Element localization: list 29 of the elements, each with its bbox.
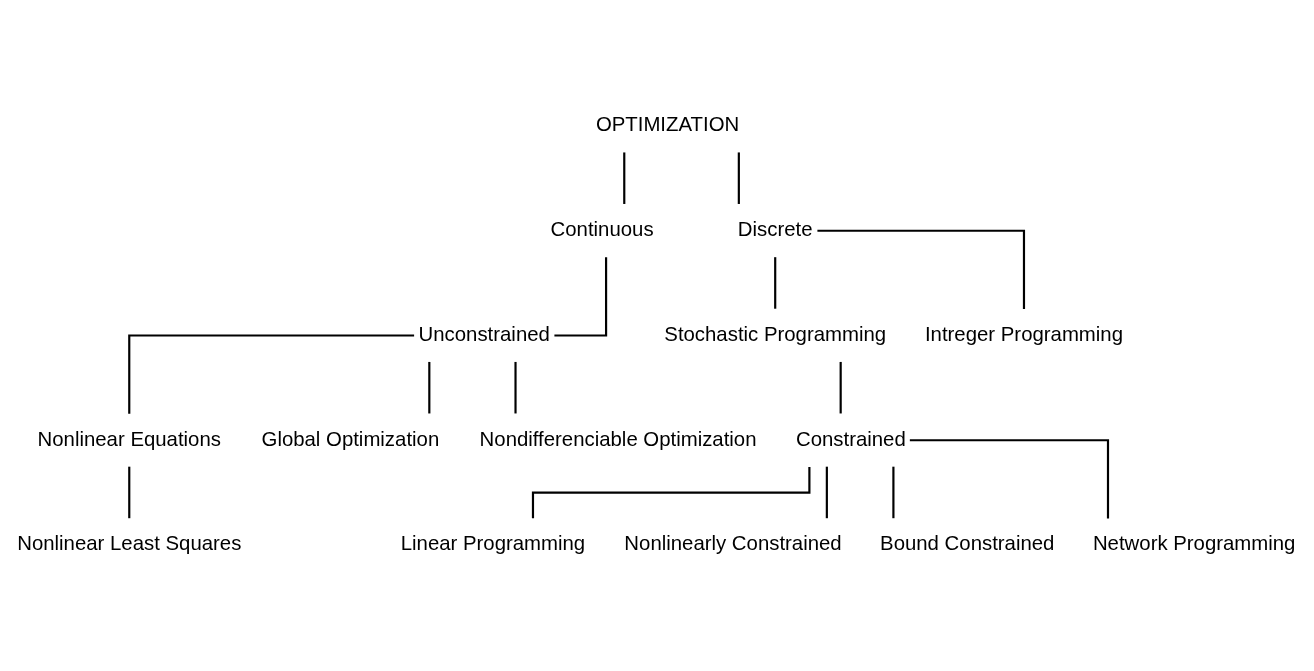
- node-text: Nonlinearly Constrained: [624, 532, 842, 555]
- connector: [531, 467, 811, 519]
- node-text: Linear Programming: [400, 532, 586, 555]
- node-text: Global Optimization: [261, 427, 440, 450]
- connector: [128, 466, 131, 519]
- node-text: Nonlinear Least Squares: [17, 532, 242, 555]
- connector: [909, 439, 1110, 519]
- node-text: Network Programming: [1092, 532, 1296, 555]
- node-text: Discrete: [737, 218, 813, 241]
- connector: [839, 361, 842, 414]
- connector: [774, 257, 777, 309]
- node-text: Intreger Programming: [924, 322, 1123, 345]
- node-text: Continuous: [550, 218, 654, 241]
- node-text: Unconstrained: [418, 322, 550, 345]
- node-text: Bound Constrained: [880, 532, 1055, 555]
- node-text: Nonlinear Equations: [37, 427, 221, 450]
- connector: [428, 361, 431, 414]
- node-text: Stochastic Programming: [664, 322, 887, 345]
- connector: [554, 257, 608, 337]
- node-text: OPTIMIZATION: [595, 113, 740, 136]
- node-text: Nondifferenciable Optimization: [479, 427, 757, 450]
- connector: [623, 152, 626, 204]
- connector: [825, 466, 828, 519]
- connector: [892, 466, 895, 519]
- connector: [128, 334, 415, 414]
- connector: [737, 152, 740, 204]
- node-text: Constrained: [795, 427, 906, 450]
- connector: [817, 229, 1026, 310]
- connector: [514, 361, 517, 414]
